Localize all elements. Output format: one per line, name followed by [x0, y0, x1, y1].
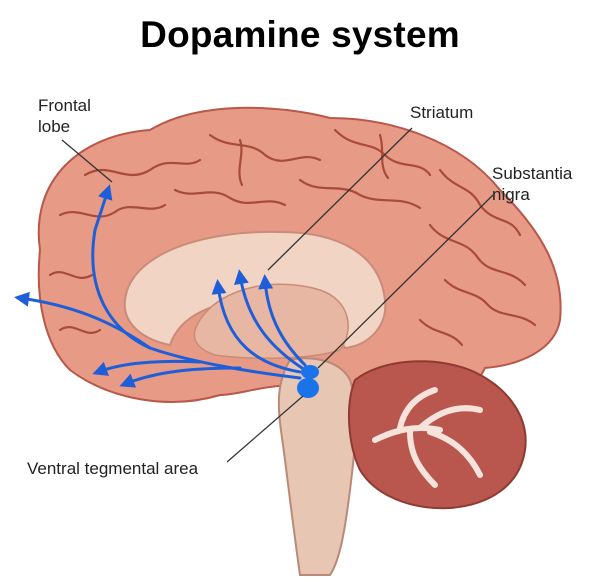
substantia-nigra-nucleus — [301, 365, 319, 379]
diagram-title: Dopamine system — [140, 14, 460, 55]
brainstem — [277, 357, 357, 576]
vta-leader — [226, 395, 304, 463]
leader-lines — [61, 127, 494, 463]
striatum-leader — [267, 127, 413, 271]
nigrostriatal-pathway — [211, 269, 307, 374]
substantia-nigra-leader — [317, 194, 494, 369]
cortex-folds — [48, 128, 537, 347]
vta-nucleus — [297, 378, 319, 398]
frontal-lobe-leader — [61, 139, 113, 183]
frontal-lobe-label-line1: Frontal — [38, 96, 91, 115]
mesocortical-pathway — [14, 184, 302, 388]
ventral-tegmental-area-label: Ventral tegmental area — [27, 459, 199, 478]
substantia-nigra-label: Substantia nigra — [492, 163, 572, 205]
frontal-lobe-label-line2: lobe — [38, 117, 71, 136]
striatum-label: Striatum — [410, 103, 474, 122]
substantia-nigra-label-line1: Substantia — [492, 164, 573, 183]
thalamus-region — [193, 283, 349, 360]
frontal-lobe-label: Frontal lobe — [38, 95, 91, 137]
substantia-nigra-label-line2: nigra — [492, 185, 530, 204]
arbor-vitae — [372, 387, 483, 488]
